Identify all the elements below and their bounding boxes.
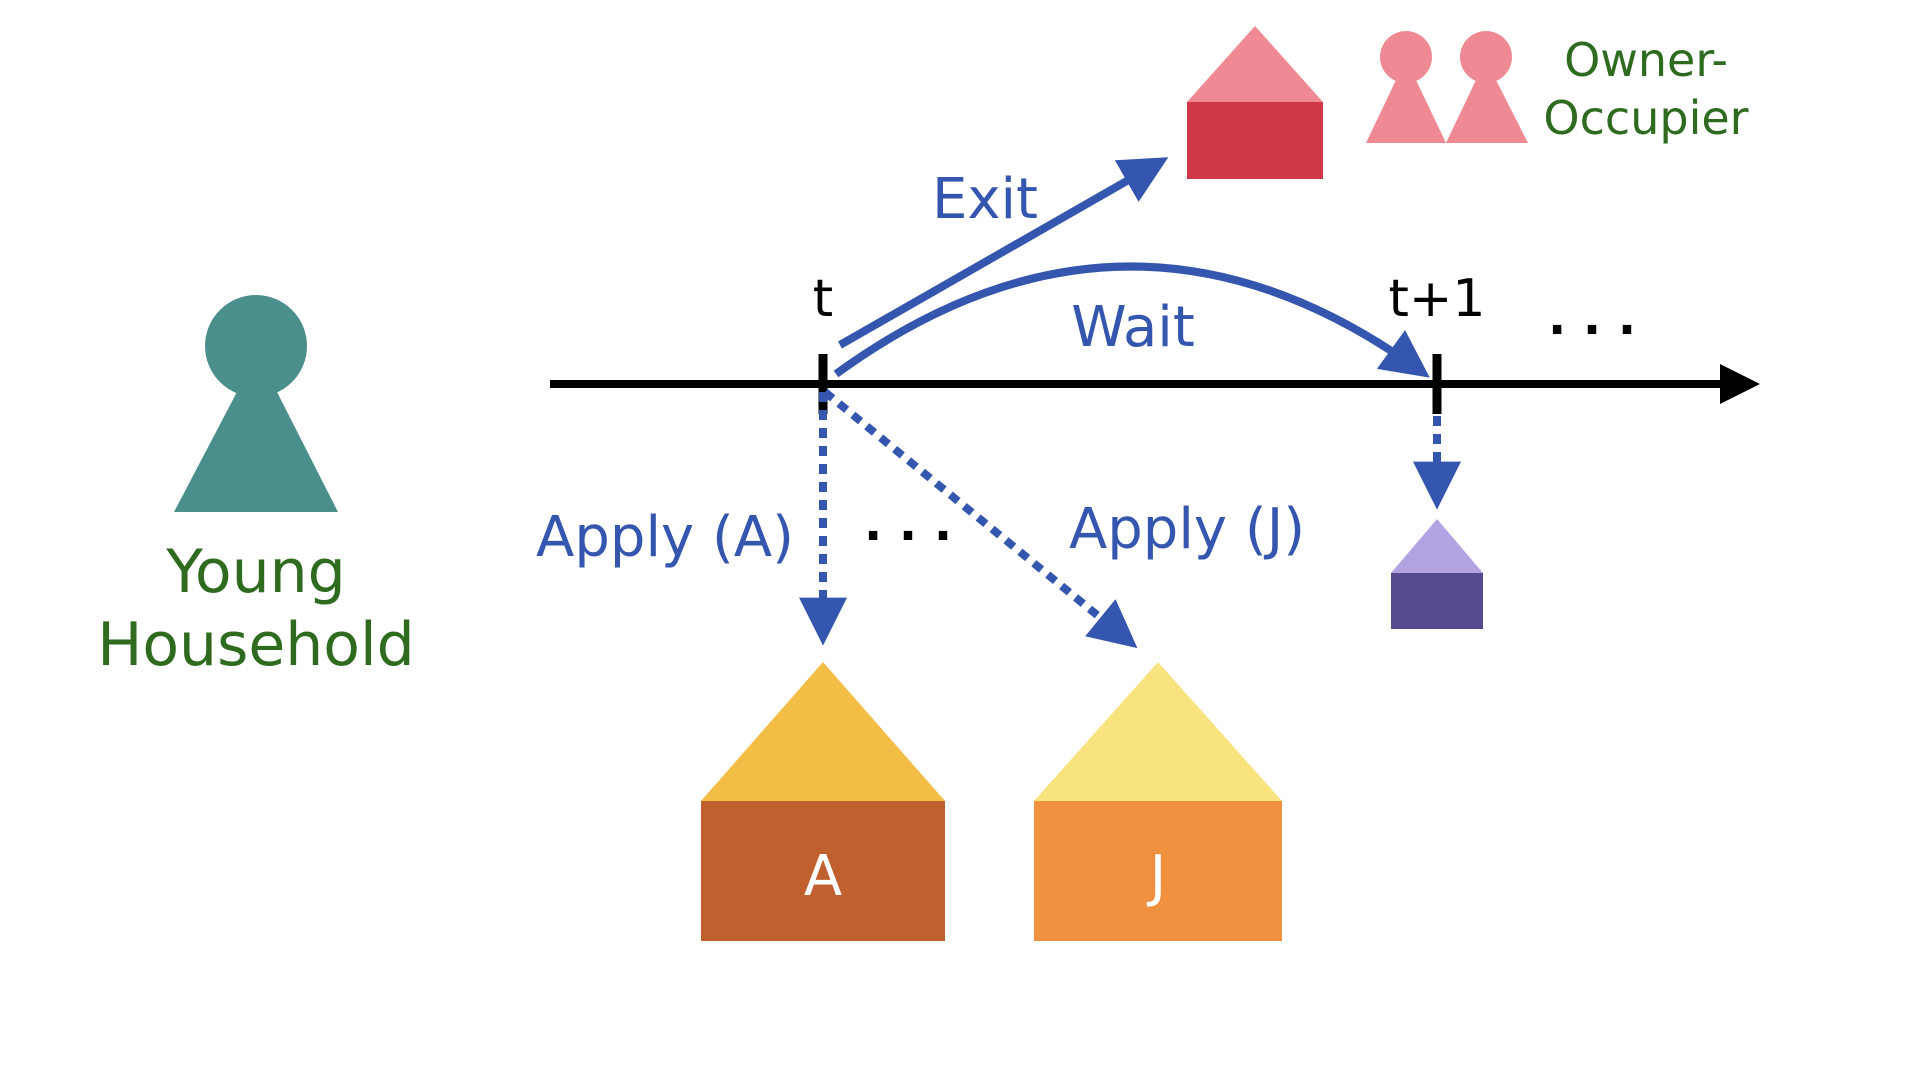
apply-j-label: Apply (J) bbox=[1069, 497, 1305, 562]
apply-j-arrow bbox=[822, 388, 1138, 649]
timeline-ellipsis: · · · bbox=[1548, 302, 1636, 358]
tick-t1-label: t+1 bbox=[1388, 269, 1485, 329]
future-house-icon bbox=[1391, 519, 1483, 629]
owner-occupier-label-line2: Occupier bbox=[1543, 91, 1748, 145]
exit-label: Exit bbox=[932, 167, 1038, 232]
wait-arrow bbox=[833, 262, 1430, 378]
house-a-icon bbox=[701, 662, 945, 941]
young-household-label-line2: Household bbox=[97, 610, 415, 680]
apply-a-label: Apply (A) bbox=[536, 505, 794, 570]
house-j-label: J bbox=[1147, 844, 1167, 909]
young-household-person-icon bbox=[174, 295, 338, 512]
exit-arrow bbox=[838, 157, 1169, 349]
owner-occupier-people-icon bbox=[1366, 31, 1528, 143]
owner-occupier-label-line1: Owner- bbox=[1564, 33, 1728, 87]
house-a-label: A bbox=[804, 844, 842, 909]
owner-house-icon bbox=[1187, 26, 1323, 179]
wait-label: Wait bbox=[1071, 295, 1195, 360]
tick-t-label: t bbox=[813, 269, 833, 329]
young-household-label-line1: Young bbox=[165, 537, 346, 607]
apply-ellipsis: · · · bbox=[864, 508, 952, 564]
house-j-icon bbox=[1034, 662, 1282, 941]
